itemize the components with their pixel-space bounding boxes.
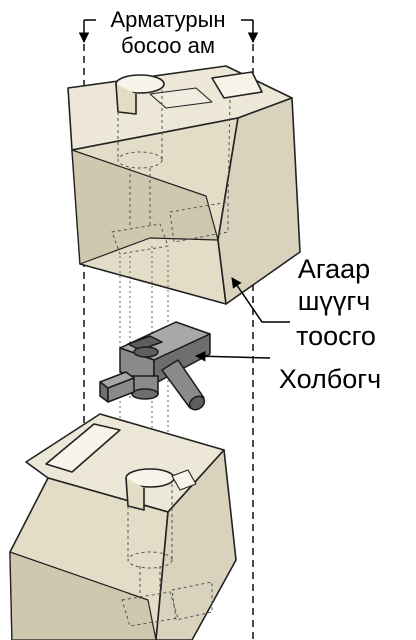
connector-part (99, 321, 211, 411)
bottom-block-lower-facet (9, 551, 157, 640)
bottom-block-side-face (155, 449, 237, 640)
bottom-block-hidden-lines (121, 484, 213, 627)
top-block-square-hole (211, 71, 263, 99)
air-filter-label-3: тоосго (296, 321, 376, 351)
connector-leader (194, 351, 271, 362)
air-filter-label-2: шүүгч (298, 286, 371, 316)
rebar-line-arrows (78, 19, 259, 44)
top-block (67, 65, 301, 305)
rebar-line-label-1: Арматурын (110, 7, 225, 32)
connector-label: Холбогч (279, 364, 381, 394)
rebar-line-label-2: босоо ам (121, 33, 215, 58)
top-block-lower-facet (71, 149, 219, 265)
label-leaders (194, 277, 290, 362)
air-filter-leader (231, 277, 290, 323)
bottom-block-square-hole (45, 423, 121, 473)
top-block-hidden-lines (111, 90, 231, 255)
air-filter-label-1: Агаар (298, 254, 370, 284)
bottom-block (9, 413, 237, 640)
top-block-side-face (217, 97, 301, 305)
